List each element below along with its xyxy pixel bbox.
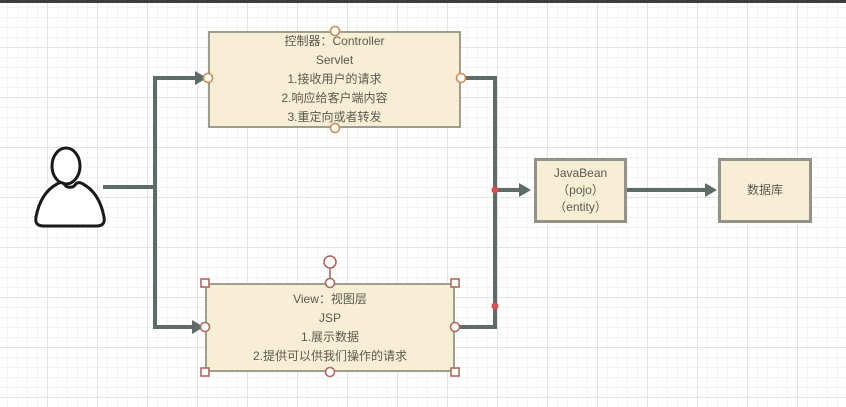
edge-actor-to-view[interactable] — [153, 185, 204, 334]
connection-port-icon[interactable] — [324, 277, 336, 289]
node-line: View：视图层 — [293, 291, 367, 306]
connection-port-icon[interactable] — [324, 366, 336, 378]
connection-port-icon[interactable] — [329, 25, 341, 37]
node-line: 1.展示数据 — [300, 329, 359, 344]
node-line: 控制器：Controller — [284, 34, 385, 48]
node-line: JSP — [318, 310, 341, 325]
node-javabean[interactable]: JavaBean （pojo） （entity） — [534, 158, 627, 223]
node-line: （pojo） — [557, 183, 604, 197]
edge-actor-to-controller[interactable] — [103, 71, 207, 189]
node-line: JavaBean — [553, 166, 608, 180]
resize-handle-icon[interactable] — [450, 278, 460, 288]
connection-port-icon[interactable] — [202, 72, 214, 84]
node-line: 1.接收用户的请求 — [287, 72, 382, 86]
node-line: 2.提供可以供我们操作的请求 — [252, 348, 407, 363]
arrowhead-icon — [705, 183, 717, 197]
resize-handle-icon[interactable] — [200, 367, 210, 377]
edge-controller-to-javabean[interactable] — [461, 76, 531, 197]
node-line: 2.响应给客户端内容 — [281, 91, 388, 105]
connection-port-icon[interactable] — [449, 321, 461, 333]
edge-view-to-javabean[interactable] — [455, 190, 497, 329]
edge-javabean-to-database[interactable] — [627, 183, 717, 197]
arrowhead-icon — [192, 320, 204, 334]
user-actor-icon[interactable] — [34, 146, 106, 228]
rotate-handle-icon[interactable] — [323, 255, 337, 269]
node-line: Servlet — [315, 53, 354, 67]
resize-handle-icon[interactable] — [200, 278, 210, 288]
arrowhead-icon — [195, 71, 207, 85]
node-line: （entity） — [554, 200, 607, 214]
resize-handle-icon[interactable] — [450, 367, 460, 377]
arrowhead-icon — [519, 183, 531, 197]
edge-waypoint-icon[interactable] — [491, 186, 499, 194]
window-top-edge — [0, 0, 846, 3]
node-line: 3.重定向或者转发 — [287, 110, 382, 124]
node-line: 数据库 — [746, 183, 783, 197]
connection-port-icon[interactable] — [329, 122, 341, 134]
edge-waypoint-icon[interactable] — [491, 302, 499, 310]
connection-port-icon[interactable] — [199, 321, 211, 333]
node-database[interactable]: 数据库 — [718, 158, 812, 223]
connection-port-icon[interactable] — [455, 72, 467, 84]
